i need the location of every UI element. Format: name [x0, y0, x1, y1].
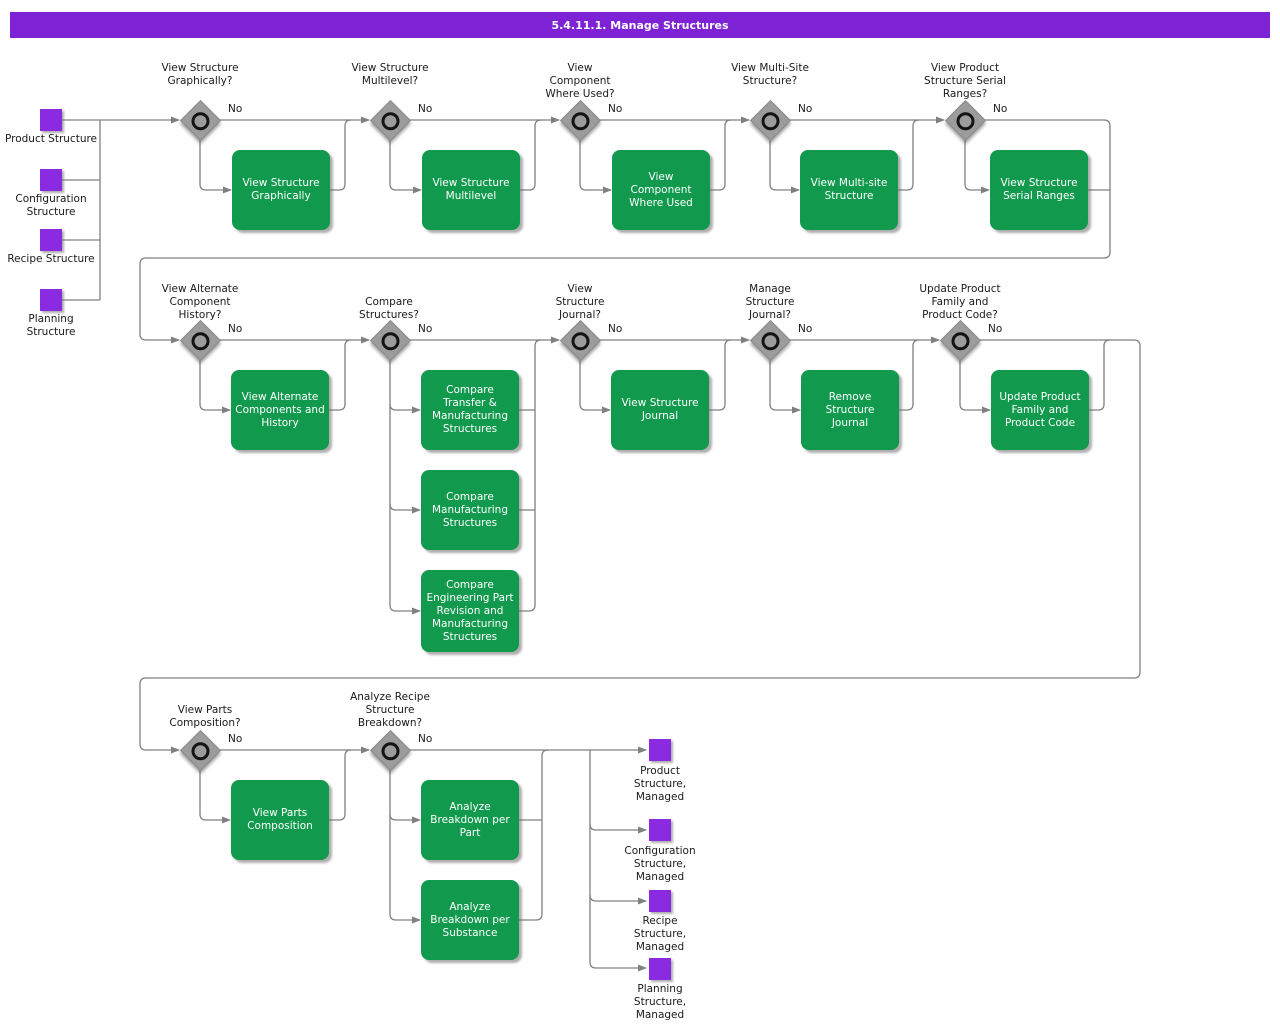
task-label: View Component Where Used — [629, 170, 693, 209]
task-label: Compare Engineering Part Revision and Ma… — [426, 578, 514, 643]
event-label: Recipe Structure, Managed — [633, 915, 687, 953]
event-recipe-structure[interactable] — [40, 229, 62, 251]
gateway-ring-icon — [187, 327, 214, 354]
task-analyze-breakdown-per-substance[interactable]: Analyze Breakdown per Substance — [421, 880, 519, 960]
gateway-ring-icon — [757, 107, 784, 134]
task-view-structure-multilevel[interactable]: View Structure Multilevel — [422, 150, 520, 230]
gateway-question: View Structure Journal? — [555, 283, 605, 321]
gateway-ring-icon — [947, 327, 974, 354]
task-label: View Structure Graphically — [242, 177, 320, 202]
no-label: No — [993, 103, 1008, 115]
event-configuration-structure[interactable] — [40, 169, 62, 191]
task-label: Analyze Breakdown per Substance — [430, 900, 510, 939]
gateway-question: Manage Structure Journal? — [745, 283, 795, 321]
event-planning-structure[interactable] — [40, 289, 62, 311]
gateway-question: Compare Structures? — [359, 296, 419, 321]
task-remove-structure-journal[interactable]: Remove Structure Journal — [801, 370, 899, 450]
task-label: Analyze Breakdown per Part — [430, 800, 510, 839]
no-label: No — [418, 733, 433, 745]
task-compare-engineering-part-revision-and-manufacturing-structures[interactable]: Compare Engineering Part Revision and Ma… — [421, 570, 519, 652]
event-product-structure-managed[interactable] — [649, 739, 671, 761]
gateway-question: View Alternate Component History? — [161, 283, 239, 321]
gateway-question: View Structure Graphically? — [161, 62, 239, 87]
no-label: No — [228, 103, 243, 115]
task-label: Remove Structure Journal — [825, 390, 875, 429]
gateway-question: Analyze Recipe Structure Breakdown? — [350, 691, 430, 729]
task-view-structure-graphically[interactable]: View Structure Graphically — [232, 150, 330, 230]
event-label: Planning Structure — [26, 313, 76, 338]
task-label: View Structure Journal — [621, 397, 699, 422]
task-compare-manufacturing-structures[interactable]: Compare Manufacturing Structures — [421, 470, 519, 550]
gateway-ring-icon — [377, 737, 404, 764]
gateway-question: View Multi-Site Structure? — [731, 62, 809, 87]
no-label: No — [608, 103, 623, 115]
task-label: View Structure Multilevel — [432, 177, 510, 202]
event-configuration-structure-managed[interactable] — [649, 819, 671, 841]
task-compare-transfer-and-manufacturing-structures[interactable]: Compare Transfer & Manufacturing Structu… — [421, 370, 519, 450]
no-label: No — [798, 323, 813, 335]
event-label: Configuration Structure — [15, 193, 87, 218]
gateway-ring-icon — [567, 327, 594, 354]
task-view-alternate-components-and-history[interactable]: View Alternate Components and History — [231, 370, 329, 450]
event-label: Product Structure — [4, 133, 98, 145]
title-bar: 5.4.11.1. Manage Structures — [10, 12, 1270, 38]
task-label: Compare Transfer & Manufacturing Structu… — [431, 384, 509, 435]
task-label: Compare Manufacturing Structures — [431, 490, 509, 529]
event-label: Recipe Structure — [7, 253, 95, 265]
gateway-question: View Component Where Used? — [545, 62, 615, 100]
task-update-product-family-and-product-code[interactable]: Update Product Family and Product Code — [991, 370, 1089, 450]
gateway-ring-icon — [187, 737, 214, 764]
event-label: Configuration Structure, Managed — [624, 845, 696, 883]
gateway-ring-icon — [757, 327, 784, 354]
gateway-ring-icon — [377, 327, 404, 354]
task-label: Update Product Family and Product Code — [999, 390, 1081, 429]
task-view-structure-journal[interactable]: View Structure Journal — [611, 370, 709, 450]
event-recipe-structure-managed[interactable] — [649, 890, 671, 912]
task-label: View Parts Composition — [247, 807, 313, 832]
gateway-question: Update Product Family and Product Code? — [919, 283, 1001, 321]
task-view-multi-site-structure[interactable]: View Multi-site Structure — [800, 150, 898, 230]
gateway-ring-icon — [952, 107, 979, 134]
no-label: No — [608, 323, 623, 335]
no-label: No — [418, 323, 433, 335]
gateway-question: View Product Structure Serial Ranges? — [924, 62, 1006, 100]
page-title: 5.4.11.1. Manage Structures — [551, 18, 729, 32]
no-label: No — [988, 323, 1003, 335]
no-label: No — [798, 103, 813, 115]
event-planning-structure-managed[interactable] — [649, 958, 671, 980]
event-label: Planning Structure, Managed — [633, 983, 687, 1021]
no-label: No — [228, 733, 243, 745]
gateway-ring-icon — [377, 107, 404, 134]
task-view-structure-serial-ranges[interactable]: View Structure Serial Ranges — [990, 150, 1088, 230]
gateway-question: View Structure Multilevel? — [351, 62, 429, 87]
gateway-ring-icon — [567, 107, 594, 134]
task-view-parts-composition[interactable]: View Parts Composition — [231, 780, 329, 860]
task-label: View Structure Serial Ranges — [1000, 177, 1078, 202]
gateway-ring-icon — [187, 107, 214, 134]
gateway-question: View Parts Composition? — [169, 704, 241, 729]
task-label: View Alternate Components and History — [235, 390, 325, 429]
event-product-structure[interactable] — [40, 109, 62, 131]
task-analyze-breakdown-per-part[interactable]: Analyze Breakdown per Part — [421, 780, 519, 860]
event-label: Product Structure, Managed — [633, 765, 687, 803]
no-label: No — [418, 103, 433, 115]
task-view-component-where-used[interactable]: View Component Where Used — [612, 150, 710, 230]
task-label: View Multi-site Structure — [810, 177, 888, 202]
no-label: No — [228, 323, 243, 335]
